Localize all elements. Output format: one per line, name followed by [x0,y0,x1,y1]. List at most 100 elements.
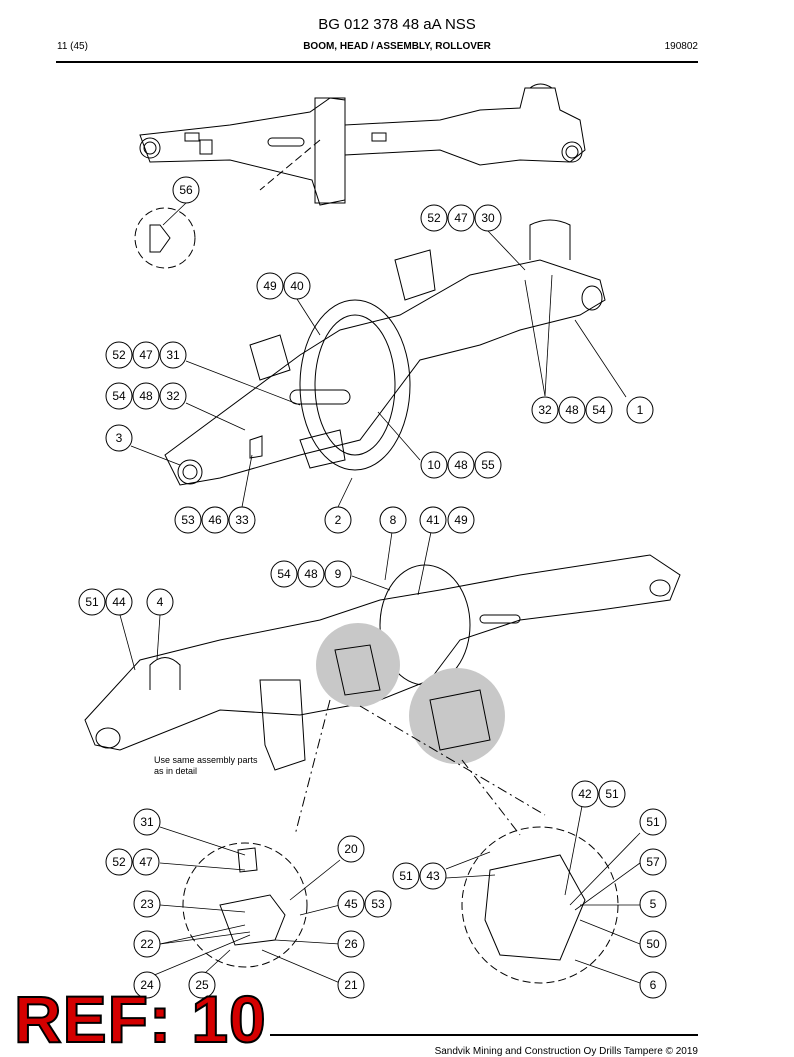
callout-balloon [228,506,256,534]
callout-balloon [78,588,106,616]
callout-number: 51 [399,869,413,883]
callout-balloon [324,560,352,588]
callout-balloon [474,204,502,232]
callout-balloon [133,971,161,999]
callout-number: 54 [592,403,606,417]
callout-balloon [639,890,667,918]
callout-balloon [159,382,187,410]
ref-stamp: REF: 10 [13,982,267,1056]
callout-number: 54 [112,389,126,403]
callout-balloon [270,560,298,588]
callout-balloon [420,204,448,232]
header-rule [56,61,698,63]
callout-number: 55 [481,458,495,472]
highlight-left [316,623,400,707]
callout-number: 43 [426,869,440,883]
page-number: 11 (45) [57,41,88,52]
boom-top-view [139,83,586,206]
callout-number: 48 [139,389,153,403]
callout-number: 57 [646,855,660,869]
callout-balloon [337,971,365,999]
callout-number: 48 [304,567,318,581]
callout-balloon [133,890,161,918]
callout-number: 33 [235,513,249,527]
callout-number: 41 [426,513,440,527]
callout-number: 52 [112,348,126,362]
callout-balloon [132,382,160,410]
callout-number: 48 [565,403,579,417]
callout-number: 42 [578,787,592,801]
callout-number: 30 [481,211,495,225]
callout-number: 2 [335,513,342,527]
highlight-right [409,668,505,764]
callout-balloon [531,396,559,424]
callout-balloon [392,862,420,890]
callout-balloon [105,424,133,452]
callout-number: 53 [371,897,385,911]
callout-number: 49 [263,279,277,293]
callout-number: 52 [427,211,441,225]
callout-balloon [337,930,365,958]
callout-number: 21 [344,978,358,992]
callout-number: 40 [290,279,304,293]
callout-number: 1 [637,403,644,417]
callout-number: 51 [85,595,99,609]
callout-balloon [558,396,586,424]
callout-balloon [133,808,161,836]
callout-balloon [133,930,161,958]
callout-number: 49 [454,513,468,527]
callout-balloon [639,848,667,876]
callout-balloon [105,848,133,876]
callout-balloon [639,971,667,999]
callout-balloon [626,396,654,424]
callout-number: 9 [335,567,342,581]
callout-number: 3 [116,431,123,445]
callout-balloon [585,396,613,424]
callout-balloon [146,588,174,616]
callout-number: 32 [538,403,552,417]
callout-balloon [337,890,365,918]
callout-number: 45 [344,897,358,911]
callout-number: 6 [650,978,657,992]
callout-number: 26 [344,937,358,951]
callout-number: 47 [139,855,153,869]
detail-circle-56 [134,207,196,269]
callout-number: 4 [157,595,164,609]
callout-number: 48 [454,458,468,472]
footer-rule [270,1034,698,1036]
callout-balloon [105,341,133,369]
callout-number: 46 [208,513,222,527]
callout-balloon [420,451,448,479]
callout-balloon [419,862,447,890]
callout-balloon [337,835,365,863]
callout-balloon [174,506,202,534]
callout-balloon [447,506,475,534]
callout-number: 23 [140,897,154,911]
callout-number: 47 [139,348,153,362]
callout-number: 10 [427,458,441,472]
callout-balloon [419,506,447,534]
callout-balloon [379,506,407,534]
callout-number: 51 [605,787,619,801]
callout-balloon [639,808,667,836]
revision-date: 190802 [664,41,698,52]
callout-number: 54 [277,567,291,581]
callout-balloon [159,341,187,369]
callout-number: 31 [166,348,180,362]
callout-balloon [324,506,352,534]
callout-number: 52 [112,855,126,869]
callout-balloon [105,588,133,616]
callout-number: 44 [112,595,126,609]
callout-balloon [283,272,311,300]
callout-number: 24 [140,978,154,992]
section-title: BOOM, HEAD / ASSEMBLY, ROLLOVER [303,41,491,52]
callout-number: 53 [181,513,195,527]
callout-number: 47 [454,211,468,225]
callout-balloon [132,848,160,876]
callout-balloon [172,176,200,204]
callout-balloon [571,780,599,808]
detail-note: Use same assembly parts as in detail [154,755,258,776]
callout-balloon [447,204,475,232]
document-number: BG 012 378 48 aA NSS [318,16,476,33]
callout-balloon [132,341,160,369]
